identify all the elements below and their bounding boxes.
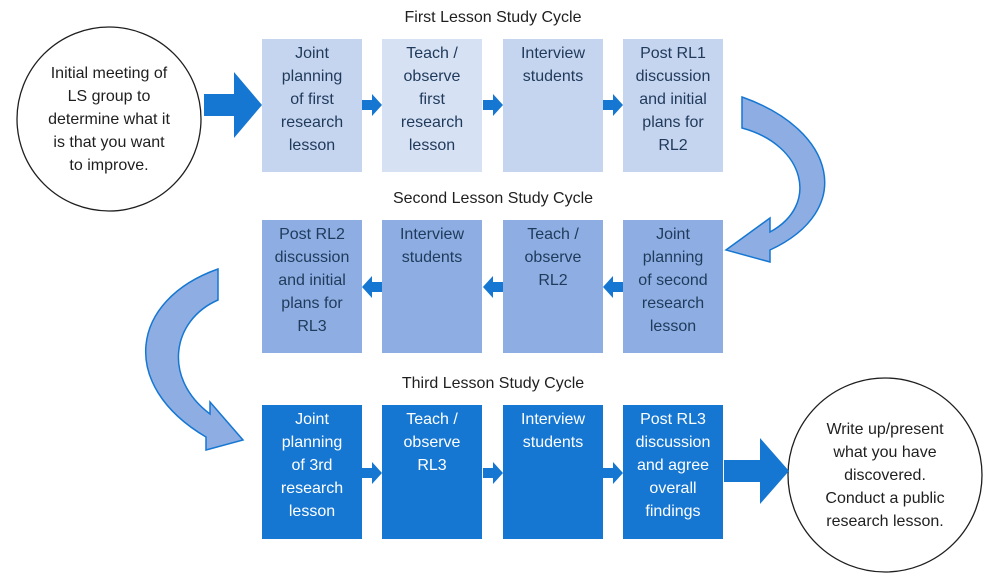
curved-arrow-right [724, 95, 826, 263]
row1-arrow-1 [362, 94, 382, 116]
step-text: Interview students [399, 226, 465, 266]
cycle-2-step-3: Teach / observe RL2 [503, 220, 603, 353]
row2-arrow-3 [603, 276, 623, 298]
cycle-2-step-4: Joint planning of second research lesson [623, 220, 723, 353]
cycle-3-title: Third Lesson Study Cycle [401, 375, 585, 392]
step-text: Post RL1 discussion and initial plans fo… [635, 45, 711, 154]
cycle-1-step-1: Joint planning of first research lesson [262, 39, 362, 172]
step-text: Joint planning of second research lesson [638, 226, 708, 335]
cycle-3-step-2: Teach / observe RL3 [382, 405, 482, 539]
step-text: Teach / observe first research lesson [400, 45, 464, 154]
row3-arrow-3 [603, 462, 623, 484]
cycle-3-step-1: Joint planning of 3rd research lesson [262, 405, 362, 539]
step-text: Interview students [520, 45, 586, 85]
cycle-1-step-4: Post RL1 discussion and initial plans fo… [623, 39, 723, 172]
cycle-2-step-1: Post RL2 discussion and initial plans fo… [262, 220, 362, 353]
row1-arrow-2 [483, 94, 503, 116]
end-circle-shape [787, 377, 983, 573]
row3-arrow-1 [362, 462, 382, 484]
end-circle: Write up/present what you have discovere… [788, 378, 982, 572]
start-circle: Initial meeting of LS group to determine… [17, 27, 201, 211]
step-text: Joint planning of first research lesson [280, 45, 344, 154]
end-arrow [724, 438, 789, 504]
start-circle-shape [16, 26, 202, 212]
step-text: Post RL2 discussion and initial plans fo… [274, 226, 350, 335]
start-arrow [204, 72, 262, 138]
cycle-1-step-3: Interview students [503, 39, 603, 172]
cycle-1-step-2: Teach / observe first research lesson [382, 39, 482, 172]
row1-arrow-3 [603, 94, 623, 116]
end-circle-text: Write up/present what you have discovere… [825, 420, 945, 530]
start-circle-text: Initial meeting of LS group to determine… [48, 64, 170, 174]
step-text: Teach / observe RL3 [403, 411, 461, 474]
row3-arrow-2 [483, 462, 503, 484]
cycle-3-step-4: Post RL3 discussion and agree overall fi… [623, 405, 723, 539]
curved-arrow-left [144, 267, 245, 451]
cycle-3-step-3: Interview students [503, 405, 603, 539]
step-text: Teach / observe RL2 [524, 226, 582, 289]
step-text: Post RL3 discussion and agree overall fi… [635, 411, 711, 520]
cycle-2-step-2: Interview students [382, 220, 482, 353]
step-text: Joint planning of 3rd research lesson [280, 411, 344, 520]
step-text: Interview students [520, 411, 586, 451]
cycle-1-title: First Lesson Study Cycle [404, 9, 582, 26]
row2-arrow-1 [362, 276, 382, 298]
row2-arrow-2 [483, 276, 503, 298]
cycle-2-title: Second Lesson Study Cycle [392, 190, 594, 207]
